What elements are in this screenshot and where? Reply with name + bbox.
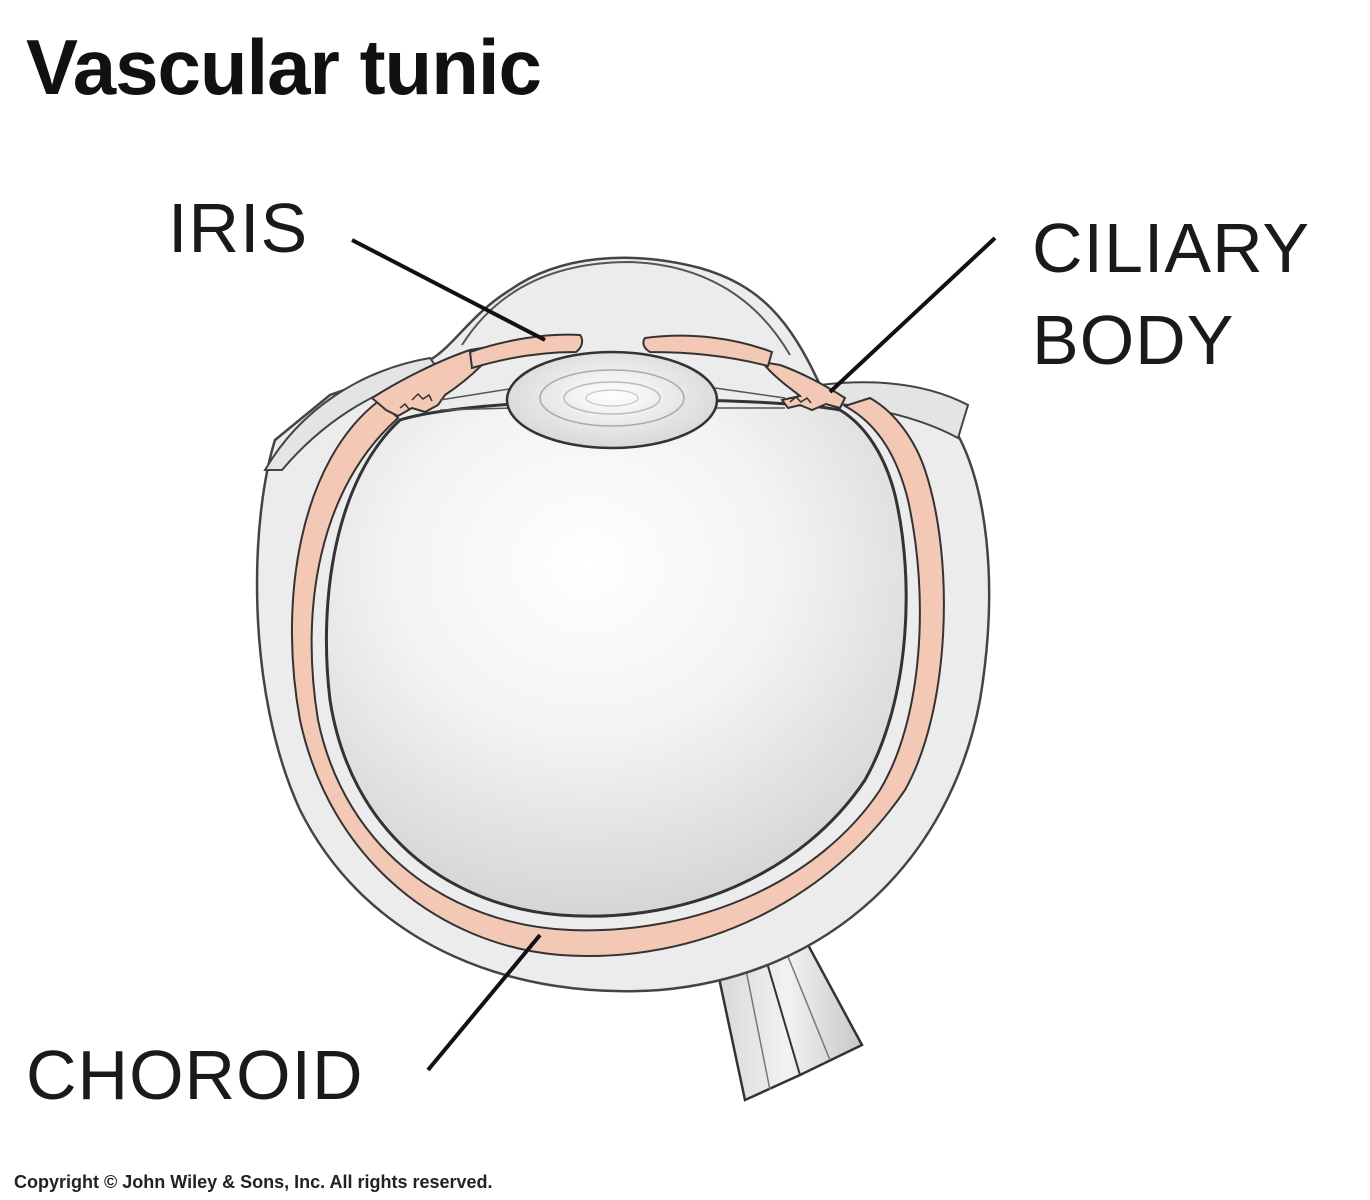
label-ciliary-line1: CILIARY xyxy=(1032,209,1311,287)
diagram-title: Vascular tunic xyxy=(26,23,542,111)
iris xyxy=(468,333,774,370)
copyright-notice: Copyright © John Wiley & Sons, Inc. All … xyxy=(14,1172,493,1192)
label-ciliary-body: CILIARY BODY xyxy=(1032,202,1310,386)
choroid-leader-line xyxy=(426,933,542,1072)
ciliary-body-leader-line xyxy=(828,236,997,394)
iris-leader-line xyxy=(351,238,546,342)
label-iris: IRIS xyxy=(168,189,309,267)
choroid-layer xyxy=(290,396,945,957)
label-choroid: CHOROID xyxy=(26,1036,364,1114)
lens xyxy=(505,350,719,450)
label-ciliary-line2: BODY xyxy=(1032,301,1235,379)
ciliary-body-right xyxy=(714,360,847,412)
